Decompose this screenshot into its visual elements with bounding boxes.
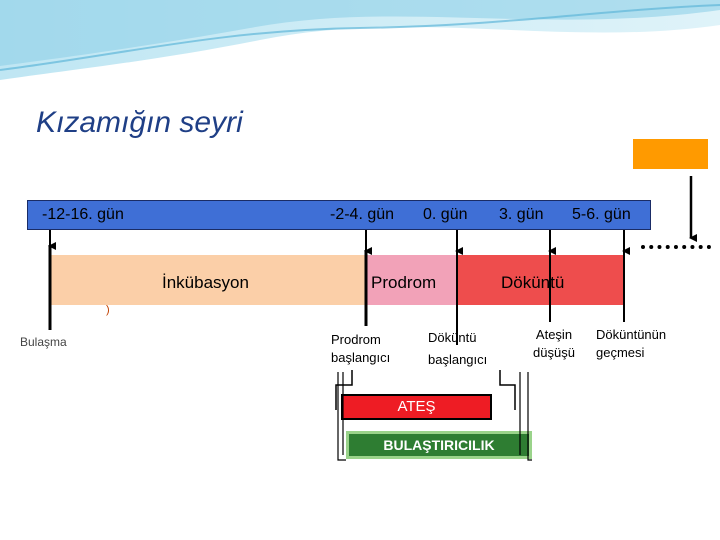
event-prodrome-onset-label: Prodrom başlangıcı	[331, 331, 390, 367]
event-rash-fade-line2: geçmesi	[596, 345, 645, 360]
event-rash-fade-label: Döküntünün geçmesi	[596, 326, 666, 362]
dotted-extension-line	[641, 245, 711, 249]
event-prodrome-onset-line2: başlangıcı	[331, 350, 391, 365]
event-rash-onset-label: Döküntü başlangıcı	[428, 329, 487, 369]
wave-line	[0, 4, 720, 71]
label-incubation-range: -12-16. gün	[42, 206, 124, 223]
event-rash-onset-line2: başlangıcı	[428, 352, 488, 367]
label-day-5-6: 5-6. gün	[572, 206, 631, 223]
wave-band-2	[0, 0, 720, 66]
contagious-bar: BULAŞTIRICILIK	[346, 431, 532, 459]
phase-prodrome-label: Prodrom	[371, 273, 437, 292]
event-fever-drop-label: Ateşin düşüşü	[528, 326, 580, 362]
event-rash-fade-line1: Döküntünün	[596, 327, 667, 342]
event-fever-drop-line1: Ateşin	[535, 327, 573, 342]
slide-title: Kızamığın seyri	[36, 106, 243, 139]
header-wave-decoration	[0, 0, 720, 80]
small-mark: )	[106, 304, 110, 316]
label-day-3: 3. gün	[499, 206, 544, 223]
event-prodrome-onset-line1: Prodrom	[331, 332, 381, 347]
label-prodrome-range: -2-4. gün	[330, 206, 395, 223]
label-day-0: 0. gün	[423, 206, 468, 223]
timeline-bar	[27, 200, 651, 230]
fever-bar: ATEŞ	[341, 394, 492, 420]
phase-rash-block	[457, 255, 624, 305]
orange-marker-box	[633, 139, 708, 169]
event-infection-label: Bulaşma	[20, 335, 67, 349]
event-rash-onset-line1: Döküntü	[428, 330, 477, 345]
phase-rash-label: Döküntü	[501, 273, 565, 292]
phase-incubation-block	[50, 255, 365, 305]
phase-incubation-label: İnkübasyon	[162, 273, 249, 292]
phase-prodrome-block	[365, 255, 457, 305]
event-fever-drop-line2: düşüşü	[533, 345, 575, 360]
